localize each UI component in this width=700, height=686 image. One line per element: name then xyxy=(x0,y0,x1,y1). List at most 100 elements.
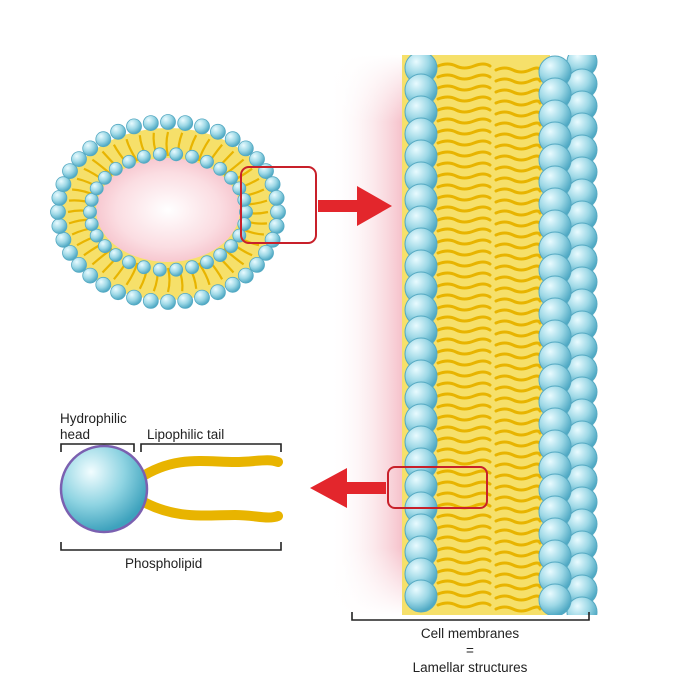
vesicle-head-outer xyxy=(142,292,159,309)
membrane-tail xyxy=(494,484,542,492)
membrane-tail xyxy=(436,172,492,180)
vesicle-head-outer xyxy=(258,163,274,180)
vesicle-head-inner xyxy=(185,260,200,275)
vesicle-head-inner xyxy=(213,161,228,176)
membrane-tail xyxy=(494,561,542,569)
vesicle-head-inner xyxy=(152,147,167,162)
membrane-tail xyxy=(436,117,492,125)
membrane-tail xyxy=(494,242,542,250)
membrane-tail xyxy=(436,348,492,356)
vesicle-head-inner xyxy=(98,239,112,254)
membrane-tail xyxy=(494,77,542,85)
vesicle-head-inner xyxy=(232,181,247,196)
arrow-left-icon xyxy=(310,468,386,508)
membrane-tail xyxy=(436,216,492,224)
vesicle-head-outer xyxy=(224,276,241,293)
vesicle-head-outer xyxy=(82,267,99,284)
equals-label: = xyxy=(466,643,474,658)
lamellar-structures-label: Lamellar structures xyxy=(412,660,528,675)
membrane-tail xyxy=(436,469,492,477)
membrane-tail xyxy=(494,539,542,547)
membrane-tail xyxy=(494,440,542,448)
membrane-highlight-box xyxy=(387,466,488,509)
membrane-tail xyxy=(494,308,542,316)
membrane-tail xyxy=(436,392,492,400)
membrane-bilayer xyxy=(402,55,598,615)
membrane-tail xyxy=(494,88,542,96)
vesicle-head-inner xyxy=(200,255,214,270)
membrane-tail xyxy=(436,183,492,191)
membrane-tail xyxy=(436,315,492,323)
vesicle-head-outer xyxy=(95,276,112,293)
vesicle-head-outer xyxy=(264,231,281,248)
membrane-tail xyxy=(436,84,492,92)
vesicle-head-outer xyxy=(82,140,99,157)
vesicle-head-outer xyxy=(62,244,78,261)
membrane-tail xyxy=(436,95,492,103)
vesicle-head-outer xyxy=(224,131,241,148)
membrane-tail xyxy=(494,605,542,613)
cell-membranes-bracket xyxy=(351,612,590,621)
vesicle-head-inner xyxy=(169,262,184,277)
membrane-tail xyxy=(436,590,492,598)
vesicle-head-inner xyxy=(136,260,151,275)
vesicle-head-inner xyxy=(237,192,252,207)
vesicle-head-outer xyxy=(71,256,87,273)
phospholipid-label: Phospholipid xyxy=(125,556,203,571)
vesicle-head-outer xyxy=(55,176,72,193)
vesicle-tail xyxy=(197,138,211,162)
membrane-tail xyxy=(494,407,542,415)
lipophilic-tail-bracket xyxy=(140,443,282,452)
membrane-tail xyxy=(436,491,492,499)
vesicle-head-outer xyxy=(51,189,68,206)
membrane-tail xyxy=(494,517,542,525)
membrane-tail xyxy=(436,326,492,334)
membrane-tail xyxy=(436,568,492,576)
membrane-tail xyxy=(436,513,492,521)
membrane-tail xyxy=(436,557,492,565)
vesicle-head-outer xyxy=(268,218,285,235)
membrane-tail xyxy=(436,458,492,466)
vesicle-head-inner xyxy=(224,239,239,254)
vesicle-head-outer xyxy=(142,115,159,131)
membrane-tail xyxy=(436,205,492,213)
membrane-tail xyxy=(436,282,492,290)
vesicle-head-outer xyxy=(160,294,176,310)
membrane-tail xyxy=(436,106,492,114)
vesicle-head-outer xyxy=(194,118,210,135)
vesicle-head-outer xyxy=(126,118,142,135)
vesicle-tail xyxy=(166,267,171,293)
vesicle-tail xyxy=(125,138,139,162)
membrane-tail xyxy=(494,231,542,239)
vesicle-head-outer xyxy=(209,284,226,301)
membrane-tail xyxy=(494,66,542,74)
vesicle-head-outer xyxy=(71,151,87,168)
membrane-tail xyxy=(494,176,542,184)
membrane-tail xyxy=(436,414,492,422)
vesicle-tail xyxy=(165,131,170,157)
membrane-tail xyxy=(436,447,492,455)
membrane-tail xyxy=(494,528,542,536)
vesicle-head-inner xyxy=(237,217,252,232)
membrane-tail xyxy=(494,220,542,228)
vesicle-head-outer xyxy=(209,123,226,140)
membrane-tail xyxy=(494,154,542,162)
vesicle-tail xyxy=(125,262,139,286)
vesicle-head-inner xyxy=(185,149,200,164)
vesicle-head-inner xyxy=(136,149,151,164)
membrane-tail xyxy=(436,579,492,587)
cell-membranes-label: Cell membranes xyxy=(420,626,520,641)
vesicle-head-outer xyxy=(264,176,281,193)
membrane-tail xyxy=(494,264,542,272)
membrane-tail xyxy=(494,209,542,217)
vesicle-head-outer xyxy=(50,204,66,220)
membrane-tail xyxy=(494,110,542,118)
membrane-tail xyxy=(494,275,542,283)
membrane-tail xyxy=(494,594,542,602)
vesicle-head-inner xyxy=(83,205,97,219)
membrane-tail xyxy=(494,462,542,470)
vesicle-head-inner xyxy=(200,154,214,169)
phospholipid-bracket xyxy=(60,542,282,551)
membrane-tail xyxy=(494,198,542,206)
